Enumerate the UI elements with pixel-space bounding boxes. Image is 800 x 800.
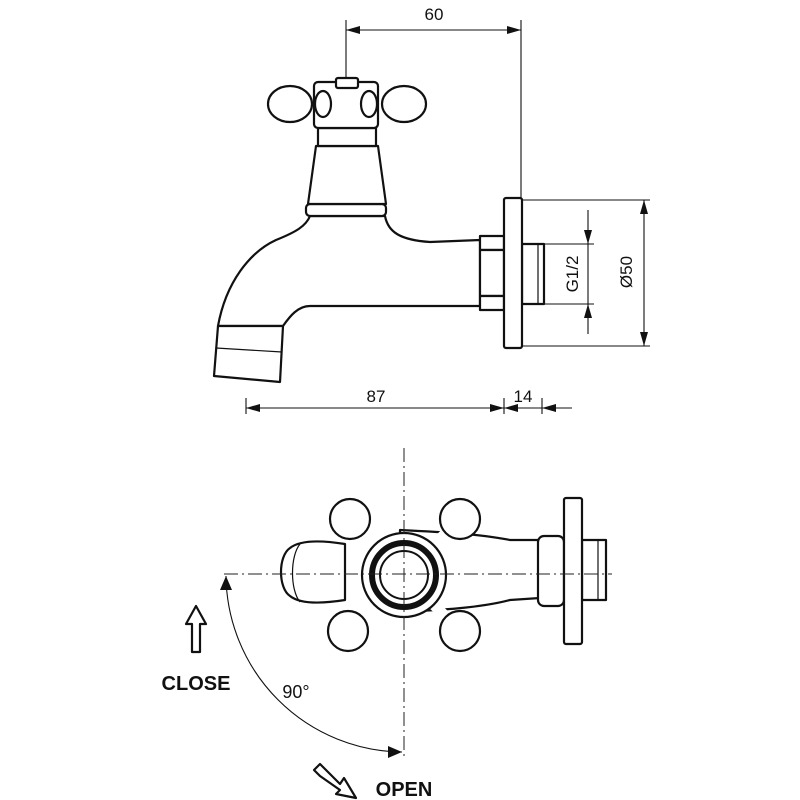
connector-ring-bottom: [478, 294, 506, 312]
connector-nut: [478, 248, 506, 298]
handle-knob-right: [380, 84, 428, 124]
close-arrow-icon: [184, 604, 208, 654]
open-arrow-icon: [312, 762, 358, 800]
dimension-label-diameter: Ø50: [617, 256, 636, 288]
knob-top-right: [438, 497, 482, 541]
dimension-thread: G1/2: [544, 210, 594, 334]
rotation-angle-label: 90°: [282, 682, 309, 702]
top-spout: [279, 540, 347, 604]
spout-body: [216, 214, 482, 328]
dimension-label-thread: G1/2: [563, 256, 582, 293]
thread-pipe: [520, 242, 546, 306]
close-label: CLOSE: [162, 673, 231, 695]
wall-flange: [502, 196, 524, 350]
top-spout-inner: [291, 543, 301, 603]
handle-cap: [334, 76, 360, 90]
connector-ring: [478, 234, 506, 252]
dimension-label-14: 14: [514, 387, 533, 406]
dimension-label-87: 87: [367, 387, 386, 406]
knob-top-left: [328, 497, 372, 541]
rotation-arc: [225, 575, 403, 753]
side-view: 60 Ø50 G1/2: [212, 5, 650, 414]
top-flange: [562, 496, 584, 646]
open-label: OPEN: [376, 779, 433, 800]
spout-outlet: [212, 324, 285, 384]
top-thread-pipe: [580, 538, 608, 602]
bonnet-collar: [304, 202, 388, 218]
knob-bottom-right: [438, 609, 482, 653]
dimension-bottom: 87 14: [245, 387, 572, 414]
arc-arrow-top: [220, 576, 232, 590]
outlet-ring-line: [215, 347, 283, 353]
handle-arm-right: [359, 89, 379, 119]
dimension-flange-diameter: Ø50: [522, 199, 650, 347]
arc-arrow-bottom: [388, 746, 402, 758]
top-nut: [536, 534, 566, 608]
top-view: 90° CLOSE OPEN: [162, 448, 612, 800]
knob-bottom-left: [326, 609, 370, 653]
bonnet-neck: [316, 126, 378, 148]
dimension-top-width: 60: [345, 5, 522, 198]
handle-knob-left: [266, 84, 314, 124]
dimension-label-60: 60: [425, 5, 444, 24]
hub-ring: [369, 540, 439, 610]
bonnet: [306, 144, 388, 206]
handle-arm-left: [313, 89, 333, 119]
